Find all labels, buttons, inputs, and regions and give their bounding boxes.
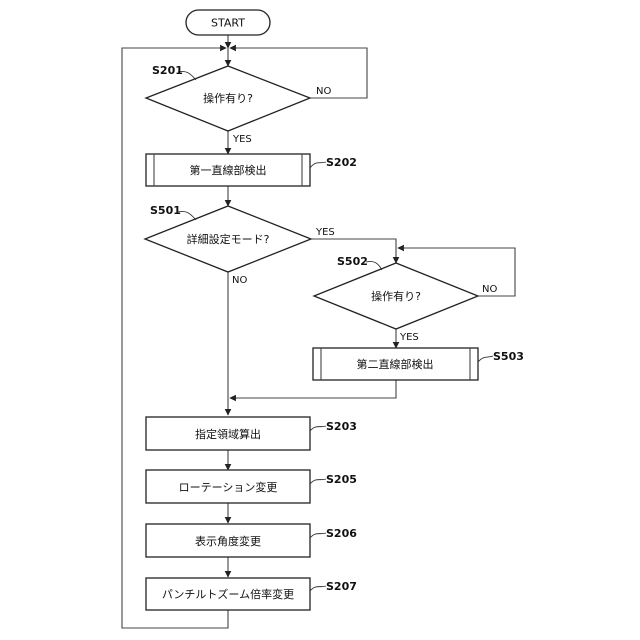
step-label-s201: S201 [152, 64, 183, 77]
process-s206: 表示角度変更 [146, 524, 310, 557]
edge-s503-to-main [230, 380, 396, 398]
s207-leader [310, 586, 326, 591]
s203-leader [310, 426, 326, 431]
decision-s501-text: 詳細設定モード? [187, 232, 270, 246]
branch-s502-yes: YES [399, 332, 419, 343]
step-label-s502: S502 [337, 255, 368, 268]
process-s207-text: パンチルトズーム倍率変更 [162, 587, 294, 601]
decision-s502: 操作有り? [314, 263, 478, 329]
decision-s502-text: 操作有り? [371, 289, 421, 303]
step-label-s202: S202 [326, 156, 357, 169]
step-label-s207: S207 [326, 580, 357, 593]
step-label-s503: S503 [493, 350, 524, 363]
process-s203-text: 指定領域算出 [195, 427, 261, 441]
process-s203: 指定領域算出 [146, 417, 310, 450]
process-s206-text: 表示角度変更 [195, 534, 261, 548]
s503-leader [478, 356, 493, 362]
start-terminator: START [186, 10, 270, 35]
process-s207: パンチルトズーム倍率変更 [146, 578, 310, 610]
step-label-s501: S501 [150, 204, 181, 217]
s202-leader [310, 162, 326, 168]
step-label-s205: S205 [326, 473, 357, 486]
s206-leader [310, 533, 326, 538]
process-s503-text: 第二直線部検出 [357, 357, 434, 371]
step-label-s203: S203 [326, 420, 357, 433]
s205-leader [310, 479, 326, 484]
process-s202-text: 第一直線部検出 [190, 163, 267, 177]
s502-leader [366, 261, 382, 270]
step-label-s206: S206 [326, 527, 357, 540]
process-s205-text: ローテーション変更 [179, 480, 278, 494]
branch-s501-yes: YES [315, 227, 335, 238]
branch-s501-no: NO [232, 275, 247, 286]
process-s205: ローテーション変更 [146, 470, 310, 503]
start-label: START [211, 17, 245, 30]
branch-s201-no: NO [316, 86, 331, 97]
process-s503: 第二直線部検出 [313, 348, 478, 380]
branch-s201-yes: YES [232, 134, 252, 145]
process-s202: 第一直線部検出 [146, 154, 310, 186]
branch-s502-no: NO [482, 284, 497, 295]
decision-s201-text: 操作有り? [203, 91, 253, 105]
